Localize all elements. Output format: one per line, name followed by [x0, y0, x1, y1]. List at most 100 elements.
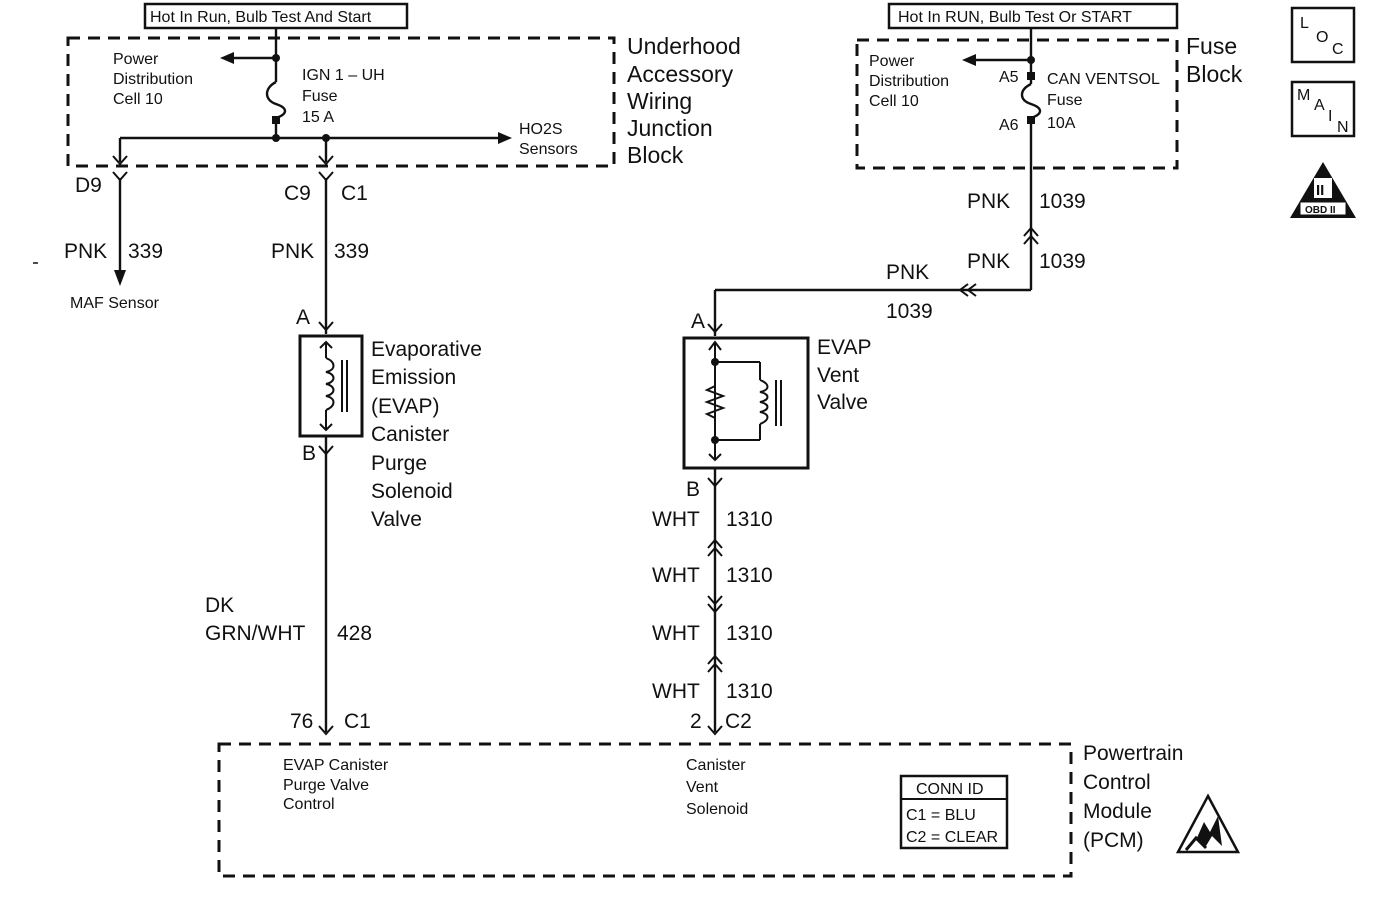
can-ventsol-fuse-word: Fuse: [1047, 92, 1083, 109]
purge-label-3: (EVAP): [371, 395, 439, 418]
d9-connector-top: [112, 155, 128, 166]
ign1-fuse-name: IGN 1 – UH: [302, 67, 385, 84]
ho2s-text: HO2S Sensors: [519, 121, 578, 158]
pnk-connector-left-1: [958, 283, 969, 297]
dk-wire-num: 428: [337, 622, 372, 645]
wht-connector-up-1b: [707, 546, 723, 557]
wht-connector-up-2b: [707, 662, 723, 673]
fuse-block-label: Fuse Block: [1186, 33, 1243, 87]
purge-coil-arrow-bottom: [319, 423, 333, 432]
purge-pin-b: B: [302, 442, 316, 465]
dk-wire-color-1: DK: [205, 594, 234, 617]
purge-valve-label: Evaporative Emission (EVAP) Canister Pur…: [371, 338, 482, 531]
pnk-connector-up-1: [1023, 226, 1039, 237]
wire2-num: 1039: [1039, 250, 1086, 273]
underhood-label-4: Junction: [627, 115, 713, 141]
left-power-dist-3: Cell 10: [113, 91, 163, 108]
right-power-dist-arrow: [962, 54, 976, 66]
wht-wire-1-color: WHT: [652, 508, 700, 531]
right-power-dist-3: Cell 10: [869, 93, 919, 110]
conn-id-row-1: C1 = BLU: [906, 807, 976, 824]
c1-label: C1: [341, 182, 368, 205]
vent-label-3: Valve: [817, 391, 868, 414]
obd-label: OBD II: [1305, 205, 1336, 216]
purge-coil-arrow-top: [319, 340, 333, 349]
pnk-connector-up-2: [1023, 234, 1039, 245]
fuse-block-label-1: Fuse: [1186, 33, 1237, 59]
purge-pin-a: A: [296, 306, 310, 329]
vent-arrow-top: [708, 340, 722, 351]
wht-wire-1-num: 1310: [726, 508, 773, 531]
wire3-num: 1039: [886, 300, 933, 323]
pcm-purge-ctrl-2: Purge Valve: [283, 777, 369, 794]
loc-letter-l: L: [1300, 15, 1309, 32]
wire3-color: PNK: [886, 261, 929, 284]
left-power-dist-1: Power: [113, 51, 159, 68]
wht-wire-3-color: WHT: [652, 622, 700, 645]
fuse-pin-a6: A6: [999, 117, 1019, 134]
conn-id-table: CONN ID C1 = BLU C2 = CLEAR: [899, 774, 1009, 850]
pcm-label-4: (PCM): [1083, 829, 1144, 852]
wht-wire-3-num: 1310: [726, 622, 773, 645]
ign1-fuse-rating: 15 A: [302, 109, 334, 126]
purge-label-5: Purge: [371, 452, 427, 475]
ign1-fuse-word: Fuse: [302, 88, 338, 105]
fuse-a6-terminal: [1027, 116, 1035, 124]
wht-connector-down-b: [707, 603, 723, 614]
vent-label-1: EVAP: [817, 336, 871, 359]
pcm-vent-sol-2: Vent: [686, 779, 719, 796]
pcm-purge-ctrl-text: EVAP Canister Purge Valve Control: [283, 757, 389, 813]
wht-wire-4-color: WHT: [652, 680, 700, 703]
pnk-connector-left-2: [966, 283, 977, 297]
purge-coil: [325, 357, 335, 411]
pcm-block: [217, 742, 1073, 878]
can-ventsol-fuse-name: CAN VENTSOL: [1047, 71, 1160, 88]
maf-wire-color: PNK: [64, 240, 107, 263]
purge-label-1: Evaporative: [371, 338, 482, 361]
wht-connector-down-a: [707, 595, 723, 606]
maf-arrow: [114, 270, 126, 286]
purge-pin-a-connector: [318, 321, 334, 332]
esd-warning-icon: [1175, 793, 1241, 854]
maf-sensor-label: MAF Sensor: [70, 295, 160, 312]
left-hot-text: Hot In Run, Bulb Test And Start: [150, 9, 372, 26]
fuse-pin-a5: A5: [999, 69, 1019, 86]
d9-label: D9: [75, 174, 102, 197]
pcm-purge-ctrl-1: EVAP Canister: [283, 757, 389, 774]
obd-numeral: II: [1316, 182, 1324, 199]
underhood-block-label: Underhood Accessory Wiring Junction Bloc…: [627, 33, 741, 168]
fuse-block-label-2: Block: [1186, 61, 1243, 87]
ign1-fuse-text: IGN 1 – UH Fuse 15 A: [302, 67, 385, 126]
conn-id-row-2: C2 = CLEAR: [906, 829, 998, 846]
vent-pin-b: B: [686, 478, 700, 501]
vent-pin-a-connector: [707, 323, 723, 334]
c9-label: C9: [284, 182, 311, 205]
pcm-pin-76: 76: [290, 710, 313, 733]
conn-id-title: CONN ID: [916, 781, 984, 798]
wht-connector-up-2a: [707, 654, 723, 665]
vent-resistor: [704, 385, 726, 419]
wht-wire-2-num: 1310: [726, 564, 773, 587]
pcm-vent-sol-3: Solenoid: [686, 801, 748, 818]
right-power-dist-text: Power Distribution Cell 10: [869, 53, 949, 110]
right-power-dist-1: Power: [869, 53, 915, 70]
ho2s-label-1: HO2S: [519, 121, 563, 138]
main-letter-n: N: [1337, 119, 1349, 136]
loc-icon: L O C: [1290, 6, 1356, 64]
pcm-purge-ctrl-3: Control: [283, 796, 335, 813]
right-power-dist-2: Distribution: [869, 73, 949, 90]
pcm-c2-connector: [707, 725, 723, 736]
can-ventsol-fuse-text: CAN VENTSOL Fuse 10A: [1047, 71, 1160, 132]
main-letter-a: A: [1314, 97, 1325, 114]
left-hot-label: Hot In Run, Bulb Test And Start: [143, 2, 409, 30]
pcm-vent-sol-1: Canister: [686, 757, 746, 774]
purge-label-4: Canister: [371, 423, 449, 446]
wire2-color: PNK: [967, 250, 1010, 273]
pcm-label-2: Control: [1083, 771, 1151, 794]
main-icon: M A I N: [1290, 80, 1356, 138]
wht-wire-2-color: WHT: [652, 564, 700, 587]
fuse-a5-terminal: [1027, 72, 1035, 80]
pcm-vent-sol-text: Canister Vent Solenoid: [686, 757, 748, 818]
underhood-label-3: Wiring: [627, 88, 692, 114]
